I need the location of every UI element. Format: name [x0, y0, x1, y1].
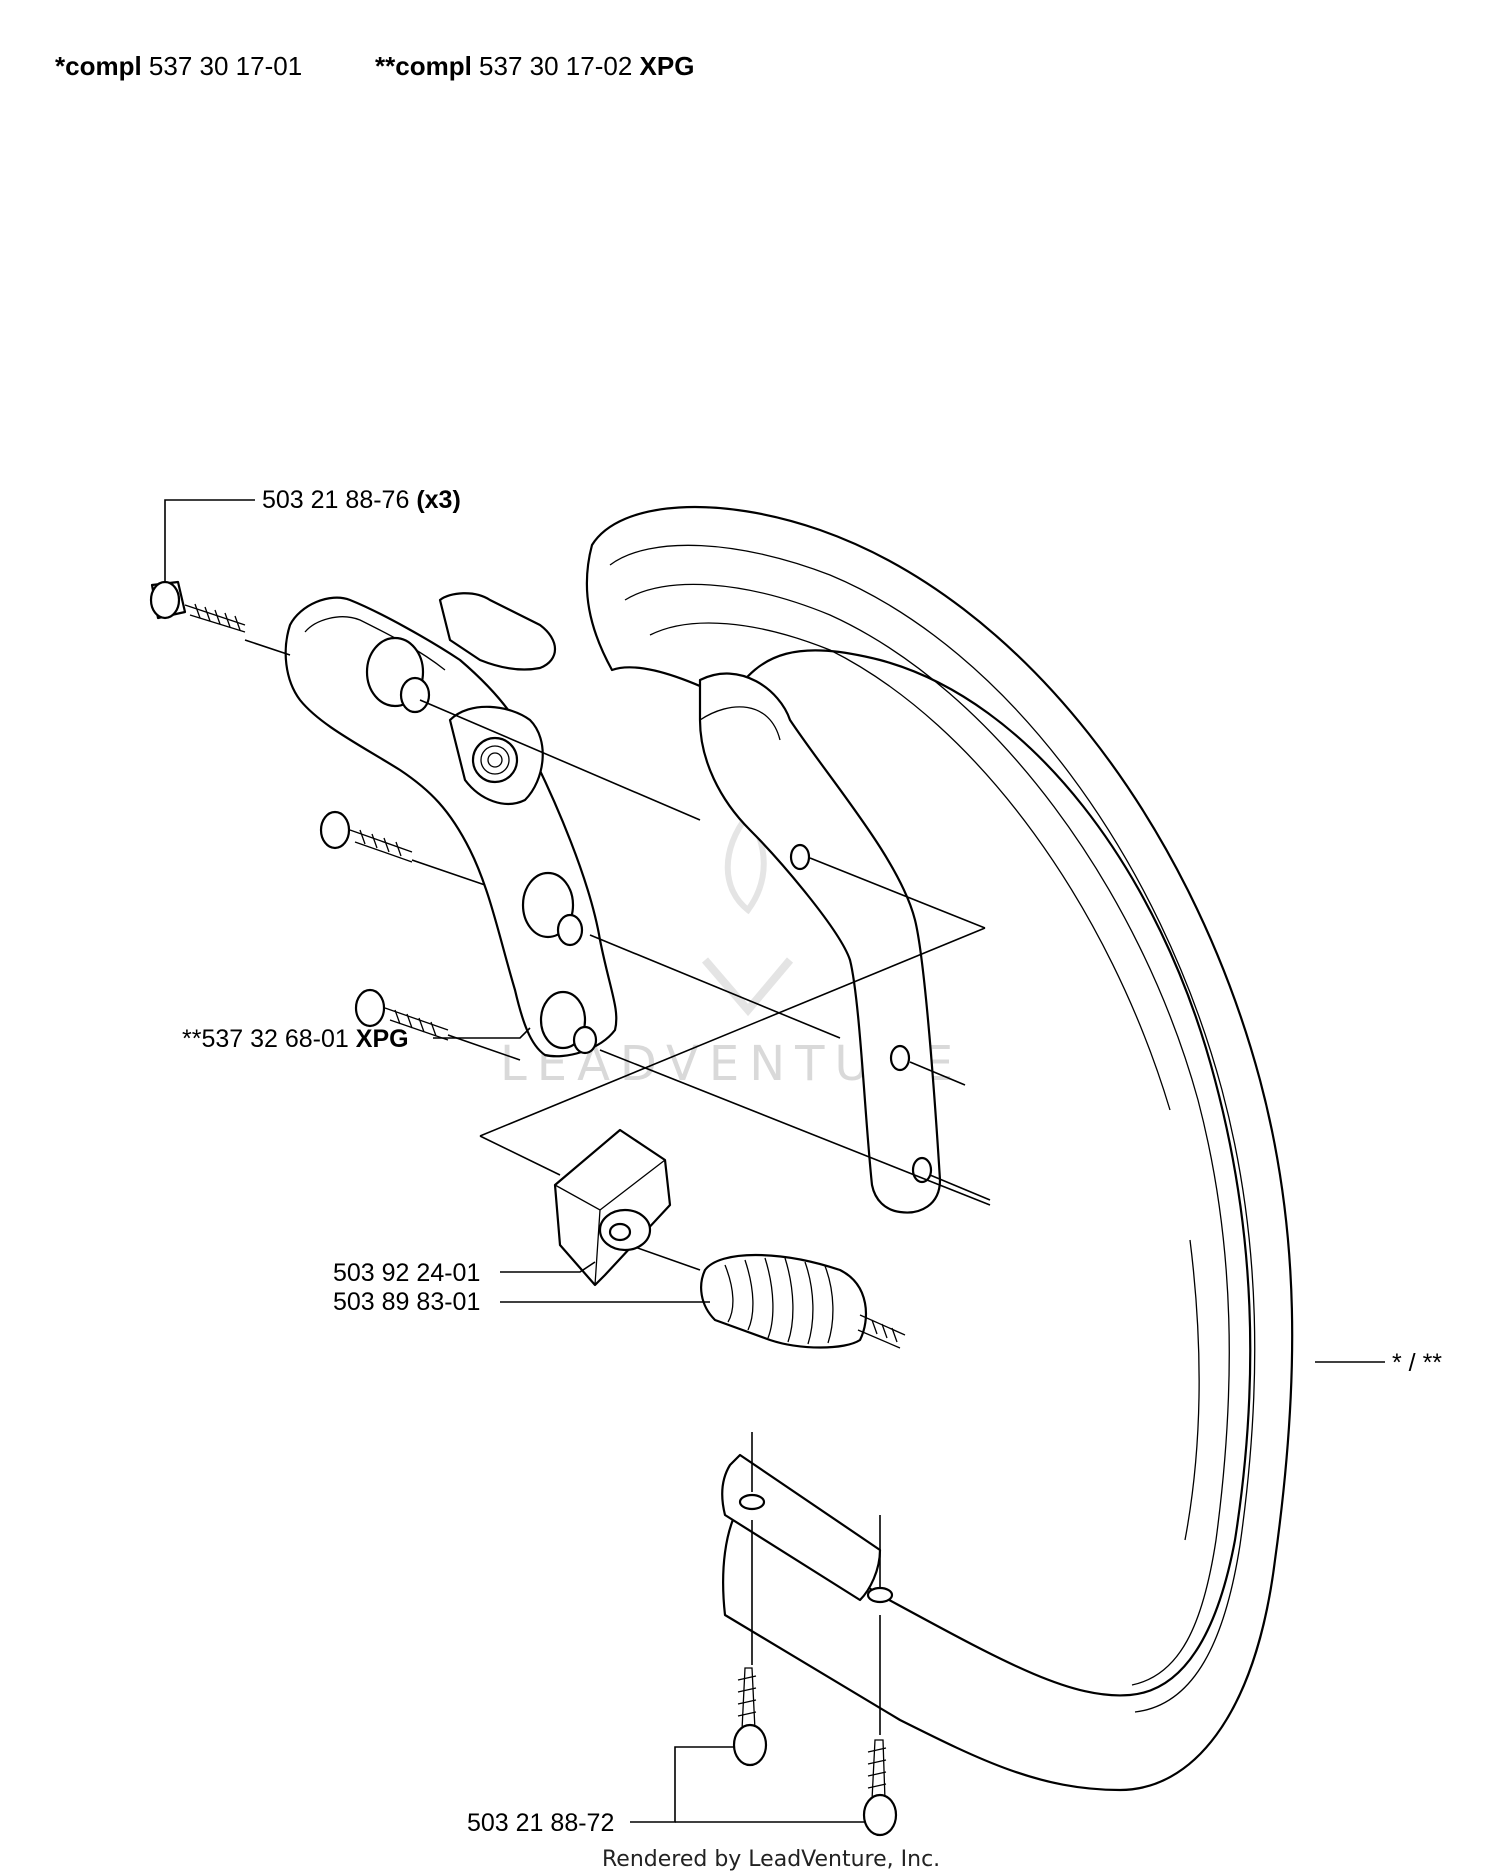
- label-spring: 503 89 83-01: [333, 1288, 480, 1316]
- label-handle: * / **: [1392, 1349, 1442, 1377]
- buffer-cup: [553, 1128, 672, 1287]
- screw-upper-3: [354, 988, 449, 1041]
- screw-upper-1: [149, 580, 246, 633]
- watermark-logo: [701, 809, 794, 1017]
- front-handle: [585, 506, 1294, 1792]
- assembly-lines: [244, 639, 991, 1271]
- leader-lines: [164, 499, 1385, 1823]
- screw-lower-1: [732, 1667, 768, 1767]
- label-screw-bottom: 503 21 88-72: [467, 1809, 614, 1837]
- label-bracket: **537 32 68-01 XPG: [182, 1025, 409, 1053]
- bracket: [284, 592, 618, 1058]
- buffer-spring: [700, 1253, 906, 1349]
- screw-upper-2: [319, 810, 413, 863]
- header-kit-1: *compl 537 30 17-01: [55, 51, 302, 81]
- header-kit-2: **compl 537 30 17-02 XPG: [375, 51, 694, 81]
- footer-credit: Rendered by LeadVenture, Inc.: [602, 1847, 940, 1872]
- label-screw-top: 503 21 88-76 (x3): [262, 486, 461, 514]
- screw-lower-2: [751, 1520, 898, 1837]
- label-cup: 503 92 24-01: [333, 1259, 480, 1287]
